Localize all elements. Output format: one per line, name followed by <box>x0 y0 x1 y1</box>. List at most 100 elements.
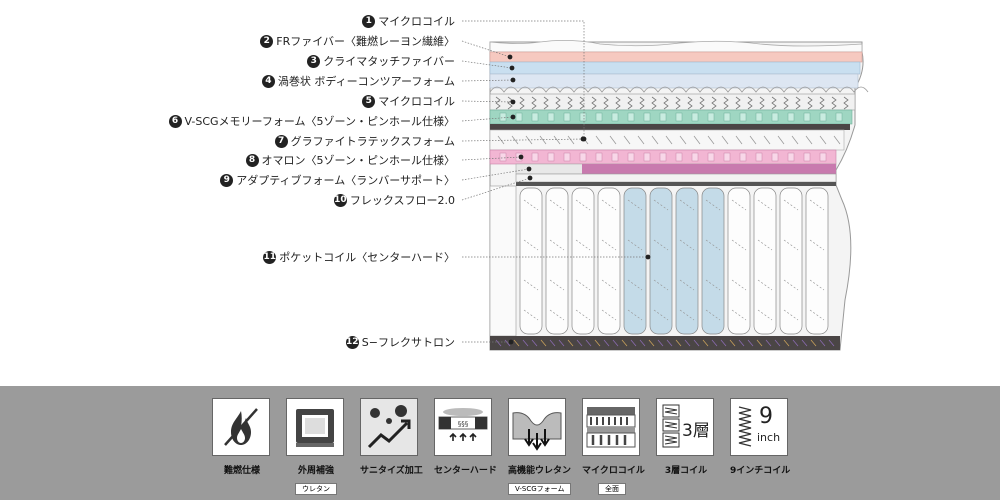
latex-dash <box>819 135 827 145</box>
pinhole <box>803 112 811 122</box>
three-layer-badge: 3層 <box>682 421 710 441</box>
pinhole <box>723 152 731 162</box>
layer-s-flexatron <box>490 336 840 350</box>
layer-divider <box>490 124 850 130</box>
micro-coil <box>831 96 837 110</box>
pinhole <box>739 112 747 122</box>
pocket-coil <box>519 187 543 335</box>
mattress-cross-section <box>461 20 869 351</box>
pinhole <box>819 152 827 162</box>
pinhole <box>595 112 603 122</box>
latex-dash <box>707 135 715 145</box>
micro-coil <box>735 96 741 110</box>
base-fiber <box>801 339 808 347</box>
pinhole <box>739 152 747 162</box>
latex-dash <box>791 135 799 145</box>
micro-coil <box>843 96 849 110</box>
label-text: 渦巻状 ボディーコンツアーフォーム <box>277 75 455 88</box>
micro-coil <box>615 96 621 110</box>
pinhole <box>691 112 699 122</box>
layer-fr-fiber <box>489 51 863 63</box>
sanitize-icon <box>360 398 418 456</box>
pinhole <box>547 112 555 122</box>
base-fiber <box>612 339 619 347</box>
feature-flame-retardant: 難燃仕様 <box>212 398 272 476</box>
svg-text:§§§: §§§ <box>458 420 469 428</box>
base-fiber <box>783 339 790 347</box>
leader-dot <box>510 77 516 83</box>
pinhole <box>787 152 795 162</box>
pinhole <box>531 152 539 162</box>
leader-dot <box>527 175 533 181</box>
pocket-coil <box>649 187 673 335</box>
base-fiber <box>765 339 772 347</box>
latex-dash <box>749 135 757 145</box>
pinhole <box>723 112 731 122</box>
pocket-coil-spring <box>601 199 617 321</box>
leader-dot <box>508 339 514 345</box>
base-fiber <box>585 339 592 347</box>
base-fiber <box>621 339 628 347</box>
feature-label: 高機能ウレタン <box>508 466 572 476</box>
micro-coil <box>495 96 501 110</box>
label-text: アダプティブフォーム〈ランバーサポート〉 <box>236 174 455 187</box>
pinhole <box>835 112 843 122</box>
feature-three-layer-coil: 3層 3層コイル <box>656 398 716 476</box>
latex-dash <box>721 135 729 145</box>
latex-dash <box>735 135 743 145</box>
feature-micro-coil: マイクロコイル 全面 <box>582 398 645 495</box>
micro-coil <box>747 96 753 110</box>
pinhole <box>803 152 811 162</box>
label-text: マイクロコイル <box>378 15 455 28</box>
pinhole <box>627 152 635 162</box>
pocket-coil <box>701 187 725 335</box>
label-text: グラファイトラテックスフォーム <box>290 135 455 148</box>
micro-coil <box>771 96 777 110</box>
convoluted-foam-wave <box>489 86 869 93</box>
pocket-coil <box>597 187 621 335</box>
nine-inch-coil-icon: 9 inch <box>730 398 788 456</box>
latex-dash <box>665 135 673 145</box>
feature-label: サニタイズ加工 <box>360 466 423 476</box>
pocket-coil <box>753 187 777 335</box>
micro-coil <box>783 96 789 110</box>
s-flexatron-texture <box>495 339 835 347</box>
pocket-coil-spring <box>523 199 539 321</box>
edge-support-foam <box>489 185 517 337</box>
base-fiber <box>729 339 736 347</box>
base-fiber <box>495 339 502 347</box>
base-fiber <box>522 339 529 347</box>
label-number: 1 <box>362 14 376 28</box>
leader-line <box>461 60 513 69</box>
base-fiber <box>693 339 700 347</box>
micro-coil <box>807 96 813 110</box>
micro-coil <box>639 96 645 110</box>
micro-coil-row <box>495 96 849 110</box>
base-fiber <box>819 339 826 347</box>
pinhole <box>643 112 651 122</box>
latex-dash <box>609 135 617 145</box>
label-number: 4 <box>261 74 275 88</box>
micro-coil <box>567 96 573 110</box>
micro-coil <box>723 96 729 110</box>
pinhole <box>563 112 571 122</box>
base-fiber <box>639 339 646 347</box>
latex-dash <box>595 135 603 145</box>
micro-coil <box>663 96 669 110</box>
base-fiber <box>738 339 745 347</box>
latex-dash <box>777 135 785 145</box>
pinhole <box>643 152 651 162</box>
base-fiber <box>648 339 655 347</box>
label-number: 5 <box>362 94 376 108</box>
layer-vscg-memory-foam <box>489 109 853 125</box>
micro-coil <box>603 96 609 110</box>
feature-center-hard: §§§ センターハード <box>434 398 497 476</box>
leader-dot <box>580 136 586 142</box>
leader-lines <box>461 20 651 345</box>
